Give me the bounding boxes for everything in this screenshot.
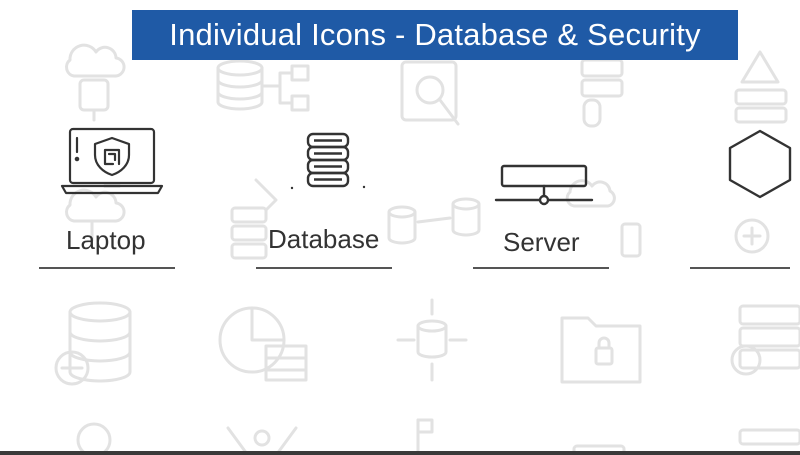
cloud-lock-icon	[65, 43, 126, 122]
database-network-icon	[216, 59, 310, 112]
cloud-phone-icon	[565, 179, 642, 258]
title-banner: Individual Icons - Database & Security	[132, 10, 738, 60]
server-mouse-icon	[580, 58, 624, 128]
item-label-database: Database	[268, 224, 380, 254]
underline-laptop	[39, 267, 175, 269]
folder-lock-icon	[560, 316, 642, 384]
database-icon	[290, 132, 366, 190]
underline-database	[256, 267, 392, 269]
server-alert-icon	[734, 50, 788, 124]
laptop-shield-icon	[60, 127, 164, 195]
flag-icon	[416, 418, 434, 455]
pie-chart-table-icon	[218, 306, 308, 382]
underline-hexagon	[690, 267, 790, 269]
magnifier-icon	[76, 422, 112, 455]
database-add-icon	[734, 218, 770, 254]
database-stack-icon	[230, 178, 278, 260]
page-title: Individual Icons - Database & Security	[169, 17, 701, 52]
database-sync-icon	[387, 197, 481, 245]
database-hub-icon	[396, 298, 468, 382]
server-lock-icon	[730, 304, 800, 376]
server-network-icon	[494, 164, 594, 206]
drive-search-icon	[400, 60, 460, 126]
hexagon-icon	[728, 129, 792, 199]
underline-server	[473, 267, 609, 269]
bottom-bar	[0, 451, 800, 455]
cloud-icon	[65, 188, 126, 242]
item-label-server: Server	[503, 227, 580, 257]
item-label-laptop: Laptop	[66, 225, 146, 255]
database-minus-icon	[54, 301, 132, 386]
